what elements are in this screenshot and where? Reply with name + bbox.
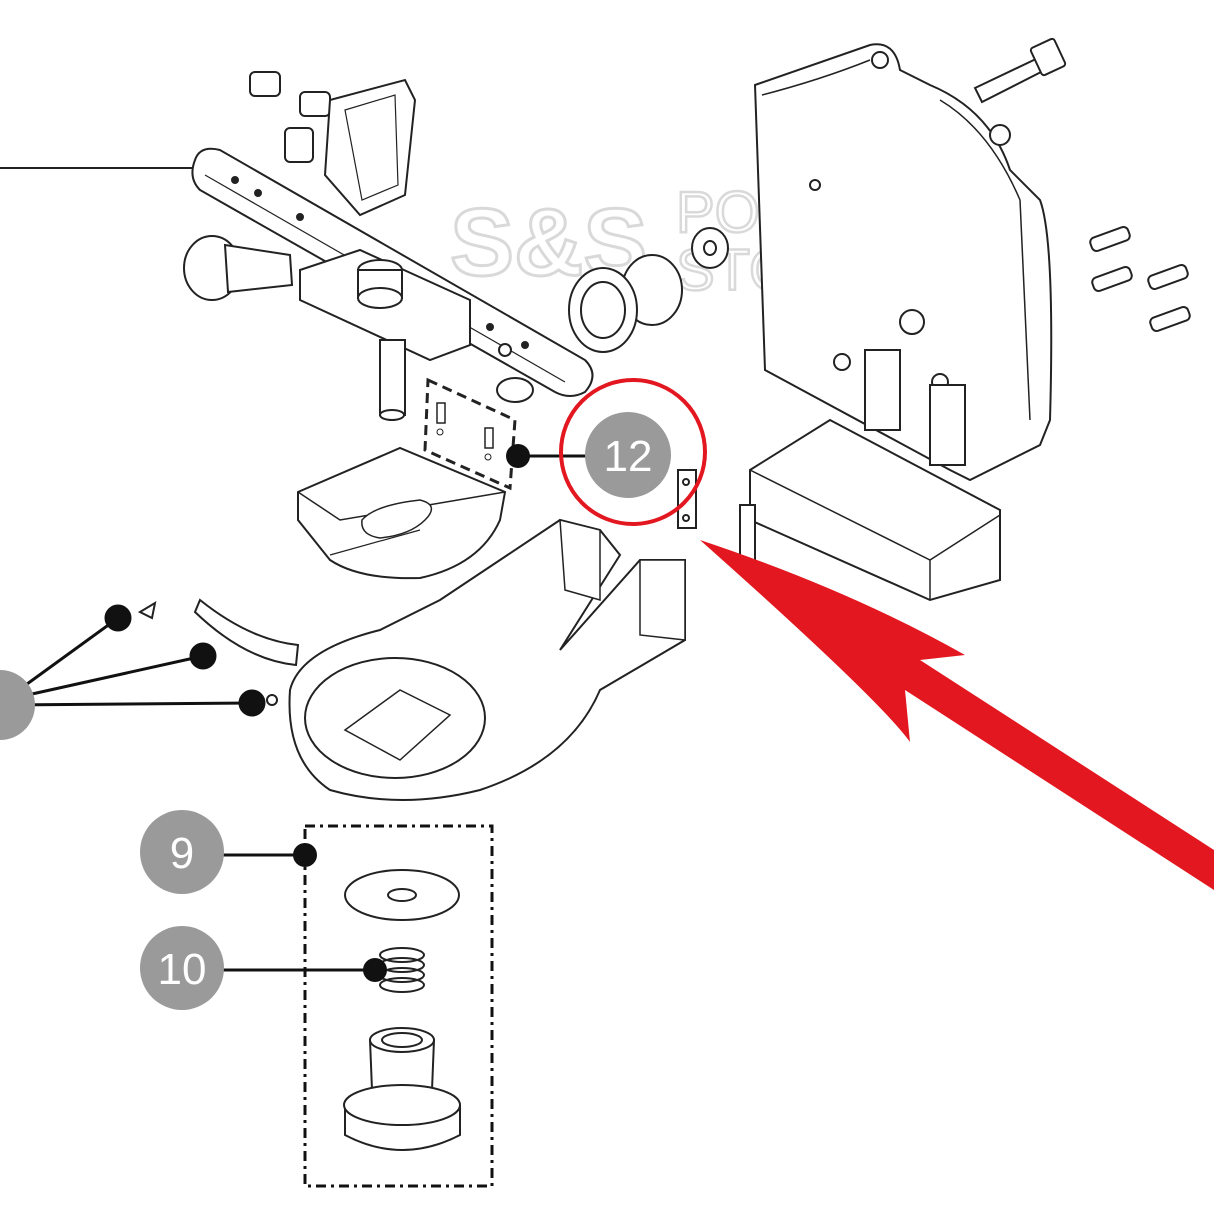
- left-leader-group: [0, 604, 266, 740]
- fork-base: [288, 518, 686, 801]
- washer: [344, 869, 460, 921]
- callout-12: 12: [506, 378, 707, 526]
- callout-10: 10: [140, 926, 387, 1010]
- highlight-circle: [559, 378, 707, 526]
- bolts: [973, 37, 1191, 333]
- jig-arm-assembly: [0, 71, 594, 421]
- callout-12-label: 12: [604, 432, 653, 481]
- clamp-knob: [568, 227, 729, 353]
- callout-9: 9: [140, 810, 317, 894]
- spring-bracket-group: [423, 377, 517, 491]
- back-plate: [677, 43, 1053, 602]
- thumb-knob: [343, 1027, 461, 1151]
- slide-plate: [297, 446, 507, 580]
- small-parts: [137, 598, 300, 706]
- callout-9-label: 9: [170, 829, 194, 878]
- callout-10-label: 10: [158, 945, 207, 994]
- parts-box-9-10: [303, 824, 494, 1188]
- highlight-arrow: [700, 540, 1214, 890]
